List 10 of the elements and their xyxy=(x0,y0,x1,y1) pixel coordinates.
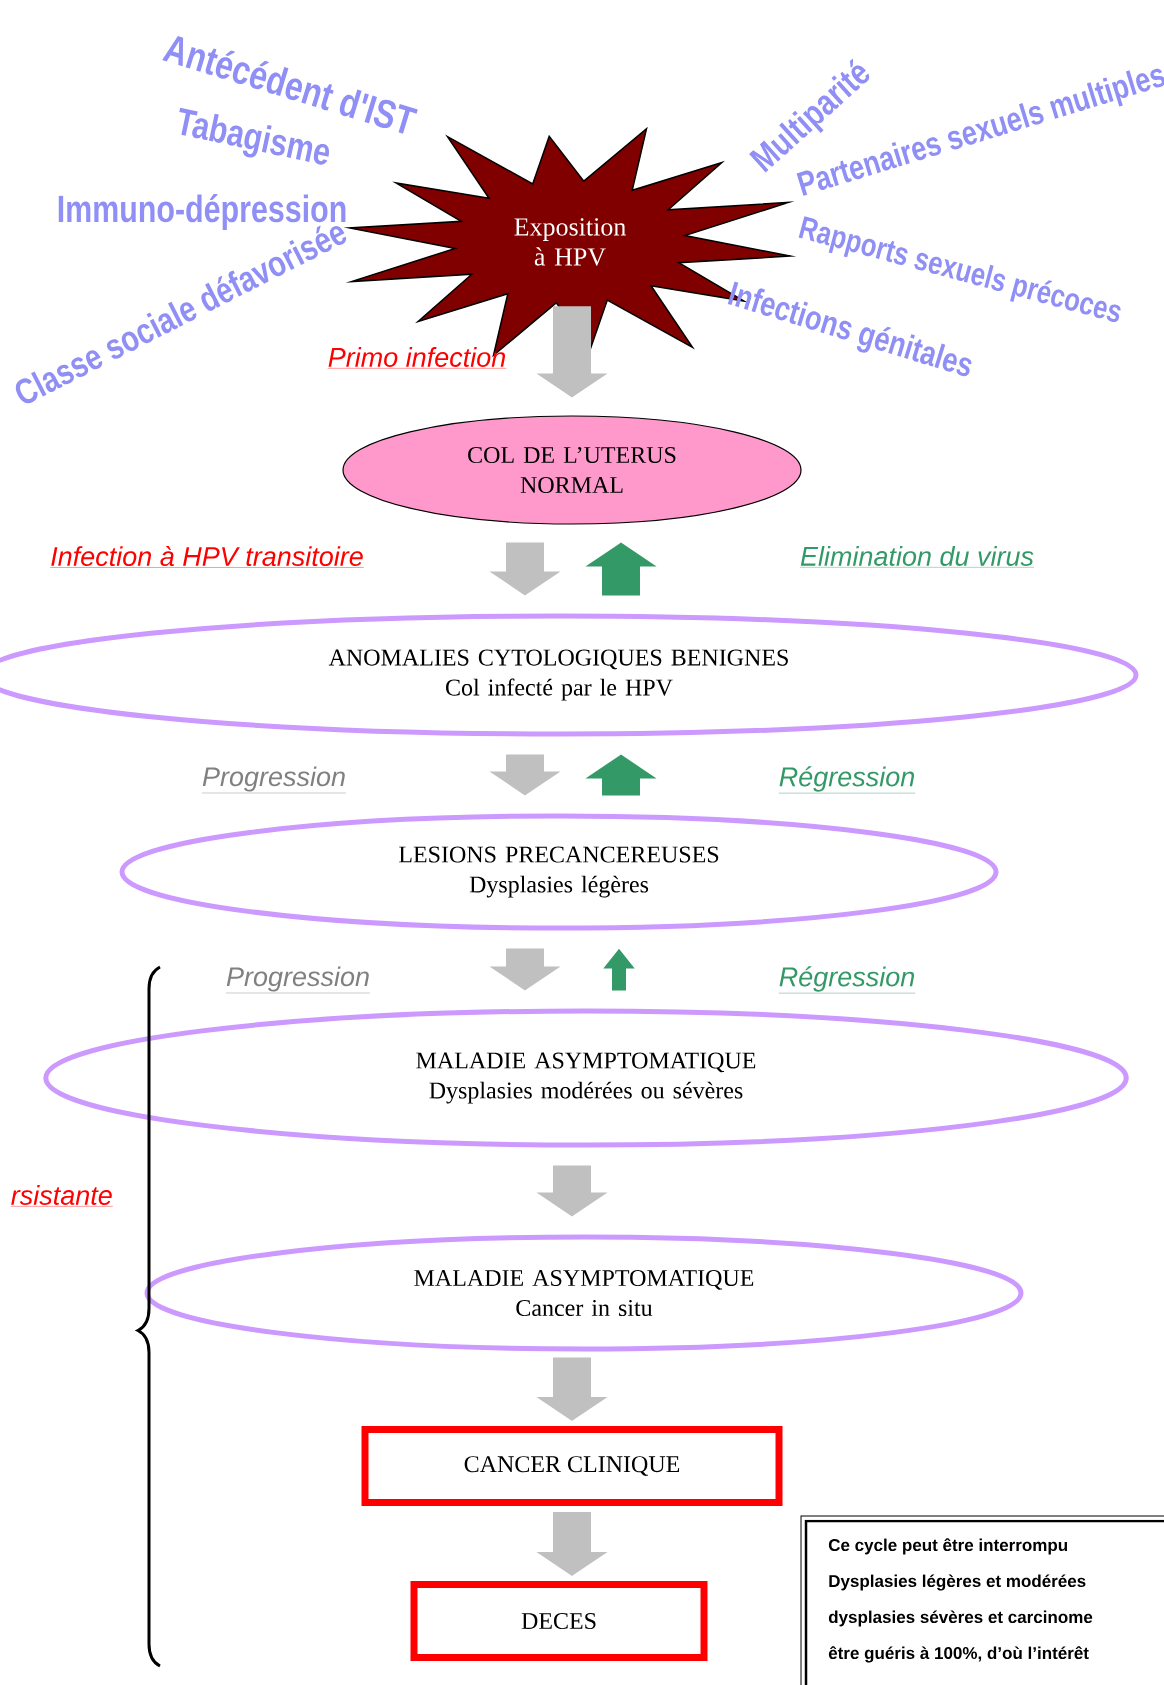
side-label: Elimination du virus xyxy=(799,546,1035,568)
side-label: rsistante xyxy=(10,1185,113,1207)
side-label: Régression xyxy=(778,766,916,794)
side-label: Infection à HPV transitoire xyxy=(50,545,365,568)
side-label: Progression xyxy=(225,966,371,994)
side-label: Régression xyxy=(778,966,916,994)
note-box: Ce cycle peut être interrompu Dysplasies légères et modérées dysplasies sévères et carcinome être guéris à 100%, d’où l’intérêt xyxy=(800,1515,1164,1685)
stage-box: DECES xyxy=(410,1581,708,1661)
stage-box: CANCER CLINIQUE xyxy=(361,1426,783,1506)
side-label: Progression xyxy=(201,766,347,794)
